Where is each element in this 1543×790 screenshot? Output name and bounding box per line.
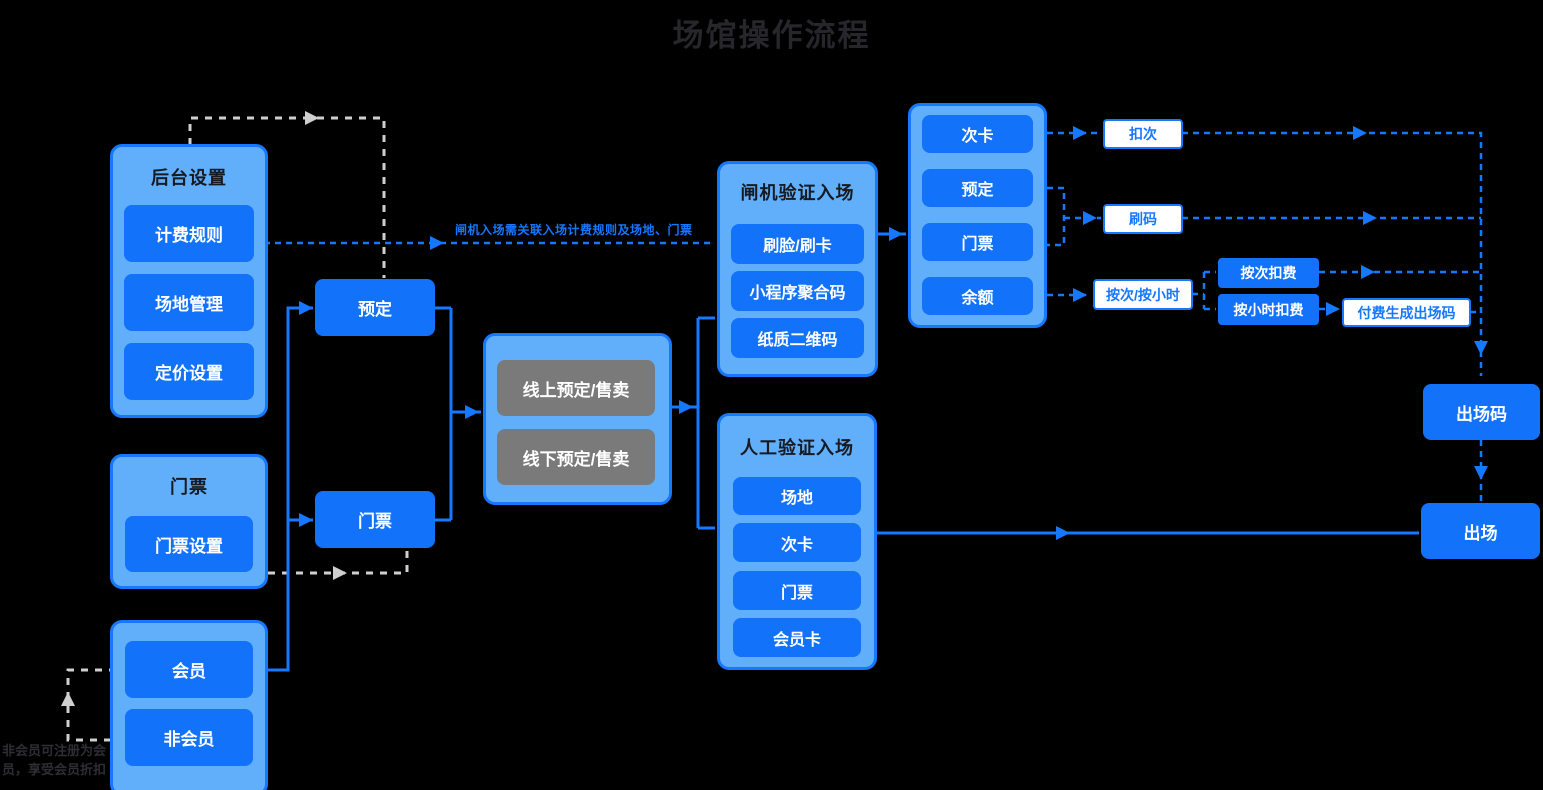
node-verify-reserve: 预定 [922, 169, 1033, 207]
node-per-hour-fee: 按小时扣费 [1218, 294, 1319, 325]
node-face-card-swipe: 刷脸/刷卡 [731, 224, 864, 264]
node-paper-qrcode: 纸质二维码 [731, 318, 864, 358]
gate-entry-annotation: 闸机入场需关联入场计费规则及场地、门票 [455, 223, 693, 237]
page-title: 场馆操作流程 [672, 18, 871, 53]
node-pricing-settings: 定价设置 [124, 343, 254, 400]
edge-perunit-to-fees [1192, 270, 1216, 311]
arrow-right-icon [430, 236, 444, 250]
group-ticket-title: 门票 [170, 477, 208, 497]
node-scan-code: 刷码 [1103, 204, 1183, 234]
node-exit-code: 出场码 [1423, 384, 1540, 440]
edge-member-to-reserve-ticket [268, 306, 313, 672]
arrow-right-icon [1083, 211, 1097, 225]
node-punch-card: 次卡 [733, 523, 861, 562]
edge-reserve-ticket-to-sales [435, 306, 481, 522]
group-gate-entry-title: 闸机验证入场 [740, 183, 855, 203]
node-deduct-count: 扣次 [1103, 119, 1183, 149]
edge-reserve-ticket-to-scan [1047, 186, 1101, 247]
arrow-right-icon [1363, 211, 1377, 225]
arrow-right-icon [1353, 126, 1367, 140]
node-pay-generate-exit-code: 付费生成出场码 [1342, 298, 1471, 327]
arrow-right-icon [679, 400, 693, 414]
arrow-down-icon [1474, 341, 1488, 355]
arrow-right-icon [333, 566, 347, 580]
node-per-count-fee: 按次扣费 [1218, 258, 1319, 288]
node-exit: 出场 [1421, 503, 1540, 559]
arrow-right-icon [1073, 126, 1087, 140]
node-venue: 场地 [733, 477, 861, 515]
node-verify-ticket: 门票 [922, 223, 1033, 261]
node-verify-punch-card: 次卡 [922, 115, 1033, 153]
edge-ticketgroup-to-ticket [268, 550, 409, 575]
node-reserve: 预定 [315, 279, 435, 336]
member-annotation-line2: 员，享受会员折扣 [2, 762, 107, 777]
member-annotation-line1: 非会员可注册为会 [2, 743, 107, 758]
node-verify-balance: 余额 [922, 277, 1033, 315]
node-online-sales: 线上预定/售卖 [497, 360, 655, 416]
group-manual-entry-title: 人工验证入场 [740, 438, 854, 458]
arrow-right-icon [889, 227, 903, 241]
arrow-right-icon [1073, 288, 1087, 302]
node-ticket: 门票 [315, 491, 435, 548]
arrow-right-icon [299, 513, 313, 527]
node-non-member: 非会员 [125, 709, 253, 766]
group-backstage-title: 后台设置 [151, 168, 227, 188]
member-annotation: 非会员可注册为会 员，享受会员折扣 [2, 741, 106, 779]
node-per-count-or-hour: 按次/按小时 [1093, 279, 1193, 310]
node-venue-management: 场地管理 [124, 274, 254, 331]
arrow-right-icon [465, 405, 479, 419]
arrow-right-icon [299, 301, 313, 315]
arrow-right-icon [1361, 265, 1375, 279]
arrow-right-icon [1056, 526, 1070, 540]
arrow-down-icon [1474, 466, 1488, 480]
node-billing-rules: 计费规则 [124, 205, 254, 262]
node-ticket-manual: 门票 [733, 571, 861, 610]
arrow-right-icon [305, 111, 319, 125]
arrow-up-icon [61, 692, 75, 706]
edge-deduct-to-exitcode [1182, 131, 1483, 376]
node-member: 会员 [125, 641, 253, 698]
arrow-right-icon [1326, 302, 1340, 316]
node-member-card: 会员卡 [733, 618, 861, 657]
node-offline-sales: 线下预定/售卖 [497, 429, 655, 485]
node-ticket-settings: 门票设置 [125, 516, 253, 572]
node-miniprogram-code: 小程序聚合码 [731, 271, 864, 311]
edge-sales-to-entries [672, 316, 715, 530]
